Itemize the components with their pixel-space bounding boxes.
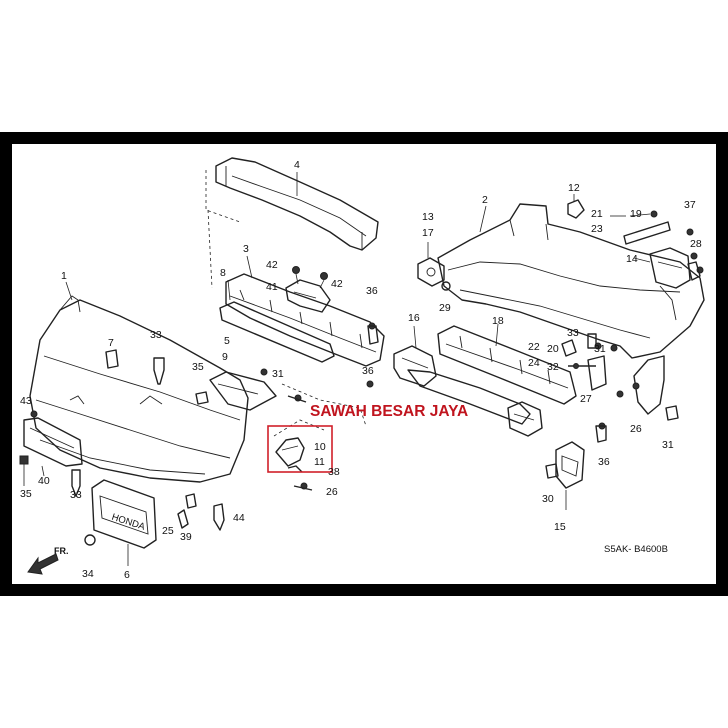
callout-12: 12	[568, 182, 580, 194]
callout-14: 14	[626, 253, 638, 265]
callout-19: 19	[630, 208, 642, 220]
callout-10: 10	[314, 441, 326, 453]
callout-30: 30	[542, 493, 554, 505]
callout-31-b: 31	[594, 343, 606, 355]
callout-4: 4	[294, 159, 300, 171]
callout-42-a: 42	[266, 259, 278, 271]
callout-16: 16	[408, 312, 420, 324]
callout-34: 34	[82, 568, 94, 580]
callout-28: 28	[690, 238, 702, 250]
callout-29: 29	[439, 302, 451, 314]
front-direction-arrow: FR.	[27, 546, 69, 575]
callout-33-c: 33	[567, 327, 579, 339]
callout-5: 5	[224, 335, 230, 347]
callout-13: 13	[422, 211, 434, 223]
callout-42-b: 42	[331, 278, 343, 290]
part-3-front-beam	[219, 255, 385, 367]
part-21-23-strip	[610, 210, 671, 245]
callout-21: 21	[591, 208, 603, 220]
image-frame: HONDA	[0, 132, 728, 596]
callout-37: 37	[684, 199, 696, 211]
callout-labels: 4 3 8 42 41 42 36 1 7 33 5 9 35 31 10 11…	[20, 159, 702, 581]
part-2-rear-bumper	[437, 203, 705, 415]
highlighted-part-10-11	[267, 419, 333, 473]
center-fasteners	[561, 333, 679, 443]
part-15-30-bracket	[545, 441, 585, 510]
callout-11: 11	[314, 456, 325, 468]
callout-26-a: 26	[326, 486, 338, 498]
callout-15: 15	[554, 521, 566, 533]
svg-text:HONDA: HONDA	[110, 512, 147, 533]
part-13-17-29	[417, 242, 451, 291]
callout-22: 22	[528, 341, 540, 353]
highlight-box	[267, 425, 333, 473]
callout-31-a: 31	[272, 368, 284, 380]
callout-6: 6	[124, 569, 130, 581]
part-16-18-rear-beam	[393, 323, 577, 437]
callout-8: 8	[220, 267, 226, 279]
callout-7: 7	[108, 337, 114, 349]
callout-41: 41	[266, 281, 278, 293]
callout-36-a: 36	[366, 285, 378, 297]
callout-9: 9	[222, 351, 228, 363]
callout-39: 39	[180, 531, 192, 543]
callout-36-c: 36	[598, 456, 610, 468]
callout-44: 44	[233, 512, 245, 524]
part-1-front-bumper	[29, 281, 249, 483]
front-clips	[71, 322, 379, 546]
callout-31-c: 31	[662, 439, 674, 451]
callout-2: 2	[482, 194, 488, 206]
part-37-28	[686, 228, 701, 281]
callout-32: 32	[547, 361, 559, 373]
callout-35: 35	[192, 361, 204, 373]
callout-3: 3	[243, 243, 249, 255]
callout-35-b: 35	[20, 488, 32, 500]
bumper-parts-diagram: HONDA	[19, 157, 705, 581]
callout-26-b: 26	[630, 423, 642, 435]
callout-23: 23	[591, 223, 603, 235]
callout-24: 24	[528, 357, 540, 369]
callout-33-a: 33	[150, 329, 162, 341]
callout-1: 1	[61, 270, 67, 282]
part-40-license-bracket	[19, 410, 83, 486]
callout-33-b: 33	[70, 489, 82, 501]
diagram-code: S5AK- B4600B	[604, 544, 668, 555]
diagram-canvas: HONDA	[12, 144, 716, 584]
part-4-upper-beam	[205, 157, 379, 251]
callout-18: 18	[492, 315, 504, 327]
part-12-clip	[567, 194, 585, 219]
part-6-plate-base: HONDA	[91, 479, 157, 566]
callout-27: 27	[580, 393, 592, 405]
callout-43: 43	[20, 395, 32, 407]
part-41-bracket	[285, 266, 331, 313]
callout-40: 40	[38, 475, 50, 487]
callout-20: 20	[547, 343, 559, 355]
callout-25: 25	[162, 525, 174, 537]
direction-label: FR.	[54, 546, 69, 556]
callout-36-b: 36	[362, 365, 374, 377]
callout-38: 38	[328, 466, 340, 478]
callout-17: 17	[422, 227, 434, 239]
watermark-text: SAWAH BESAR JAYA	[310, 403, 468, 420]
